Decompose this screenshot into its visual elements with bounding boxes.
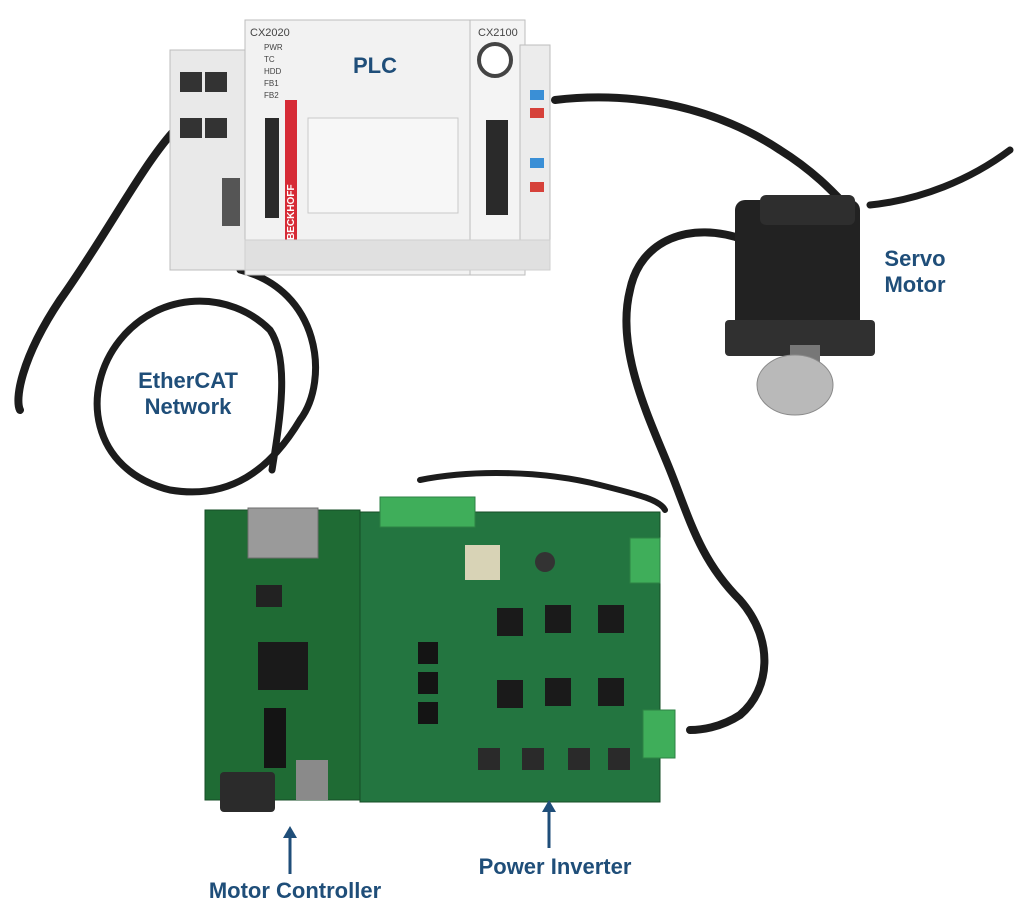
motor-power-cable (622, 228, 769, 734)
motor-flange (725, 320, 875, 356)
plc-led-labels: PWR TC HDD FB1 FB2 (264, 43, 283, 100)
arrow-motor-controller-icon (283, 826, 297, 874)
inverter-signal-terminal (379, 496, 476, 528)
ethercat-label-line2: Network (144, 394, 232, 419)
inverter-dc-terminal (629, 537, 661, 584)
controller-main-chip (258, 642, 308, 690)
plc-ethernet-port-2 (205, 72, 227, 92)
motor-controller-label: Motor Controller (208, 878, 382, 903)
plc-rotary-switch (477, 42, 513, 78)
svg-text:FB2: FB2 (264, 91, 279, 100)
servo-motor-label: Servo Motor (860, 246, 970, 298)
plc-red-stripe (285, 100, 297, 250)
inverter-mosfets (497, 605, 624, 708)
plc-vent-strip (244, 239, 551, 271)
power-inverter-board (359, 496, 676, 803)
plc-dark-slot-right (486, 120, 508, 215)
plc-io-blue-2 (530, 158, 544, 168)
inverter-signal-cable (417, 470, 668, 513)
ethercat-network-label: EtherCAT Network (118, 368, 258, 420)
controller-usb (296, 760, 328, 800)
motor-shaft-coupling (756, 354, 834, 416)
servo-label-line1: Servo (884, 246, 946, 271)
inverter-sensors (478, 748, 630, 770)
plc-dvi-port (222, 178, 240, 226)
plc-to-motor-cable (551, 93, 854, 214)
inverter-transformer (465, 545, 500, 580)
power-inverter-label: Power Inverter (478, 854, 632, 879)
ethercat-label-line1: EtherCAT (138, 368, 238, 393)
ethercat-cable-left (14, 116, 189, 414)
plc-model-left: CX2020 (250, 27, 290, 39)
plc-dark-slot-left (265, 118, 279, 218)
motor-feedback-cable (866, 146, 1014, 209)
motor-cap (760, 195, 855, 225)
plc-io-module (519, 44, 551, 271)
plc-io-red-2 (530, 182, 544, 192)
inverter-gate-drivers (418, 642, 438, 724)
plc-ethernet-port-3 (180, 118, 202, 138)
controller-header (264, 708, 286, 768)
svg-text:HDD: HDD (264, 67, 282, 76)
plc-label: PLC (353, 53, 397, 78)
inverter-capacitor (535, 552, 555, 572)
motor-controller-board (204, 507, 361, 812)
inverter-motor-terminal (642, 709, 676, 759)
plc-brand: BECKHOFF (286, 184, 297, 240)
plc-io-blue-1 (530, 90, 544, 100)
plc-ethernet-port-4 (205, 118, 227, 138)
svg-text:PWR: PWR (264, 43, 283, 52)
svg-text:TC: TC (264, 55, 275, 64)
plc-front-window (307, 117, 459, 214)
rj45-jack (247, 507, 319, 559)
plc-model-right: CX2100 (478, 27, 518, 39)
motor-body (735, 200, 860, 330)
ethercat-cable-loop (93, 266, 320, 496)
arrow-power-inverter-icon (542, 800, 556, 848)
controller-chip-2 (256, 585, 282, 607)
plc-ethernet-port-1 (180, 72, 202, 92)
servo-motor (725, 195, 875, 416)
plc-unit: CX2020 CX2100 PWR TC HDD FB1 FB2 BECKHOF… (169, 19, 551, 276)
plc-io-red-1 (530, 108, 544, 118)
cables (14, 93, 1014, 734)
db9-connector (220, 772, 275, 812)
svg-text:FB1: FB1 (264, 79, 279, 88)
servo-label-line2: Motor (884, 272, 946, 297)
